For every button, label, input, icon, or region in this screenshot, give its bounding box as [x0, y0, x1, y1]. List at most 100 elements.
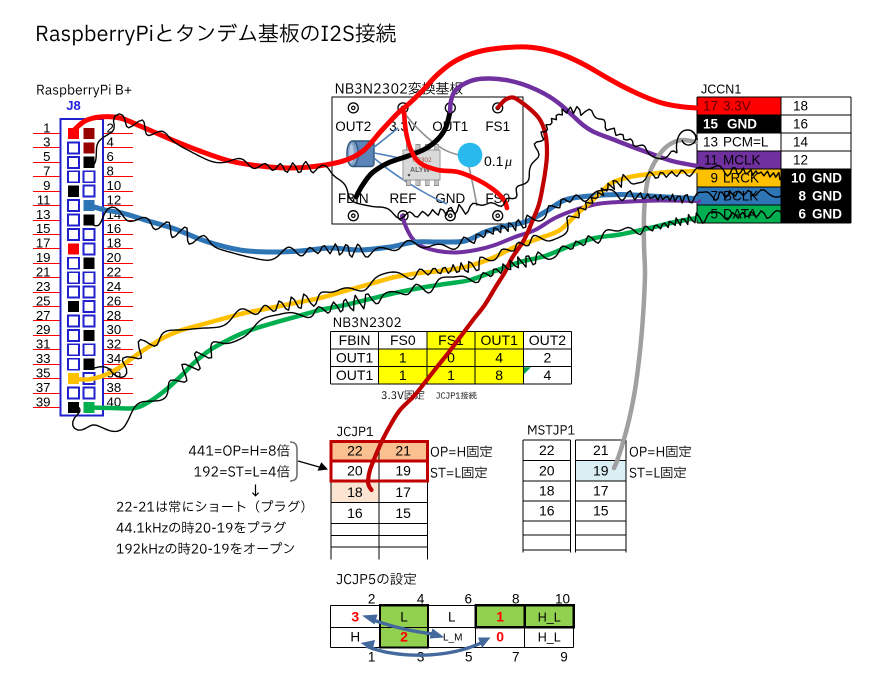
svg-text:10: 10: [791, 171, 806, 186]
svg-text:H_L: H_L: [538, 610, 561, 624]
svg-text:26: 26: [107, 293, 122, 308]
svg-text:10: 10: [555, 592, 570, 607]
svg-text:29: 29: [36, 322, 51, 337]
svg-text:17: 17: [36, 236, 51, 251]
svg-text:GND: GND: [727, 117, 757, 132]
svg-text:22: 22: [107, 265, 122, 280]
svg-text:40: 40: [107, 394, 122, 409]
svg-text:15: 15: [36, 221, 51, 236]
svg-text:21: 21: [36, 265, 51, 280]
svg-text:8: 8: [107, 164, 114, 179]
svg-text:9: 9: [560, 650, 568, 665]
svg-text:32: 32: [107, 337, 122, 352]
svg-text:OUT2: OUT2: [335, 119, 371, 134]
svg-text:H_L: H_L: [538, 631, 561, 645]
svg-text:12: 12: [793, 153, 808, 168]
svg-text:3.3V: 3.3V: [723, 99, 751, 114]
svg-text:18: 18: [347, 484, 363, 500]
svg-text:L: L: [448, 609, 456, 624]
svg-text:MCLK: MCLK: [723, 153, 761, 168]
svg-text:25: 25: [36, 293, 51, 308]
svg-text:2: 2: [400, 629, 408, 645]
svg-text:FS0: FS0: [390, 332, 416, 348]
svg-text:14: 14: [793, 135, 809, 150]
svg-text:15: 15: [593, 503, 609, 519]
svg-text:3: 3: [43, 135, 50, 150]
svg-text:35: 35: [36, 365, 51, 380]
svg-text:17: 17: [703, 99, 718, 114]
svg-text:19: 19: [36, 250, 51, 265]
svg-text:20: 20: [347, 463, 363, 479]
svg-text:20: 20: [107, 250, 122, 265]
svg-text:38: 38: [107, 380, 122, 395]
svg-text:18: 18: [793, 99, 808, 114]
svg-text:7: 7: [710, 189, 718, 204]
svg-text:22: 22: [539, 442, 555, 458]
svg-text:6: 6: [464, 592, 472, 607]
svg-text:OUT2: OUT2: [529, 332, 567, 348]
svg-text:12: 12: [107, 192, 122, 207]
svg-text:19: 19: [593, 463, 609, 479]
svg-text:20: 20: [539, 463, 555, 479]
svg-text:0.1: 0.1: [484, 153, 504, 169]
svg-text:L_M: L_M: [443, 633, 462, 644]
svg-text:16: 16: [347, 505, 363, 521]
svg-text:4: 4: [495, 350, 503, 366]
svg-text:8: 8: [495, 367, 503, 383]
svg-text:24: 24: [107, 279, 122, 294]
svg-text:7: 7: [43, 164, 50, 179]
svg-text:15: 15: [395, 505, 411, 521]
svg-text:18: 18: [539, 483, 555, 499]
svg-text:GND: GND: [812, 207, 842, 222]
svg-text:OUT1: OUT1: [432, 119, 468, 134]
svg-text:16: 16: [793, 117, 808, 132]
svg-text:16: 16: [539, 503, 555, 519]
svg-text:16: 16: [107, 221, 122, 236]
svg-text:FBIN: FBIN: [339, 332, 371, 348]
svg-text:GND: GND: [812, 171, 842, 186]
svg-text:OUT1: OUT1: [336, 367, 374, 383]
svg-text:0: 0: [496, 629, 504, 645]
svg-text:21: 21: [593, 442, 609, 458]
svg-text:34: 34: [107, 351, 122, 366]
svg-text:15: 15: [703, 117, 719, 132]
svg-text:11: 11: [37, 192, 51, 207]
svg-text:19: 19: [395, 463, 411, 479]
svg-text:DATA: DATA: [723, 207, 757, 222]
svg-text:6: 6: [798, 207, 806, 222]
svg-text:3: 3: [351, 608, 359, 624]
svg-text:FBIN: FBIN: [338, 191, 369, 206]
svg-text:2: 2: [368, 592, 376, 607]
svg-text:LRCK: LRCK: [723, 171, 759, 186]
svg-text:8: 8: [798, 189, 806, 204]
svg-text:H: H: [350, 630, 360, 645]
svg-text:FS1: FS1: [485, 119, 510, 134]
svg-text:3: 3: [417, 650, 425, 665]
svg-text:1: 1: [447, 367, 455, 383]
svg-text:4: 4: [107, 135, 114, 150]
svg-text:0: 0: [447, 350, 455, 366]
svg-text:13: 13: [703, 135, 718, 150]
svg-text:21: 21: [395, 443, 411, 459]
svg-text:GND: GND: [435, 191, 465, 206]
svg-text:5: 5: [710, 207, 718, 222]
svg-text:37: 37: [36, 380, 51, 395]
svg-text:4: 4: [417, 592, 425, 607]
svg-text:10: 10: [107, 178, 122, 193]
svg-text:ALYW: ALYW: [410, 167, 430, 174]
svg-text:7: 7: [512, 650, 520, 665]
svg-text:1: 1: [399, 350, 407, 366]
svg-text:2: 2: [107, 120, 114, 135]
svg-text:PCM=L: PCM=L: [723, 135, 769, 150]
svg-text:JCCN1: JCCN1: [701, 83, 741, 97]
svg-text:17: 17: [593, 483, 609, 499]
svg-text:1: 1: [368, 650, 376, 665]
svg-text:OUT1: OUT1: [336, 350, 374, 366]
svg-text:23: 23: [36, 279, 51, 294]
svg-text:30: 30: [107, 322, 122, 337]
svg-text:μ: μ: [504, 155, 512, 170]
svg-text:6: 6: [107, 149, 114, 164]
svg-text:N2302: N2302: [412, 157, 432, 164]
svg-text:9: 9: [43, 178, 50, 193]
svg-text:OUT1: OUT1: [481, 332, 519, 348]
